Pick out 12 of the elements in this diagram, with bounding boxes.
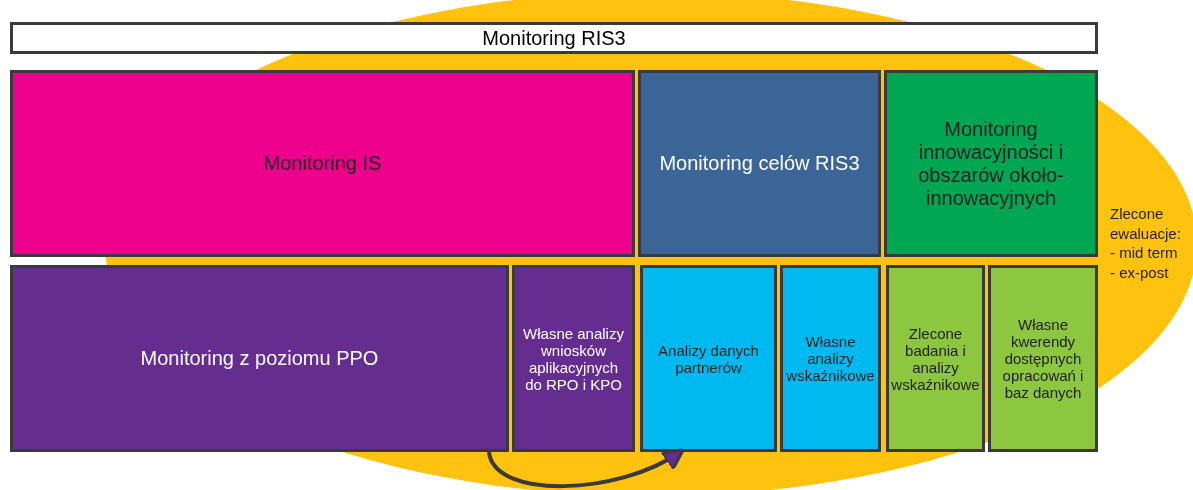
method-box: Własne analizy wniosków aplikacyjnych do RPO i KPO xyxy=(512,265,635,452)
method-box: Własne analizy wskaźnikowe xyxy=(780,265,881,452)
method-box: Własne kwerendy dostępnych opracowań i baz danych xyxy=(988,265,1098,452)
category-box: Monitoring z poziomu PPO xyxy=(10,265,509,452)
category-box: Monitoring celów RIS3 xyxy=(638,70,881,257)
title-bar: Monitoring RIS3 xyxy=(10,22,1098,54)
curved-arrow xyxy=(487,448,685,489)
note-text: Zlecone ewaluacje: - mid term - ex-post xyxy=(1110,204,1182,282)
method-box: Analizy danych partnerów xyxy=(640,265,777,452)
method-box: Zlecone badania i analizy wskaźnikowe xyxy=(886,265,985,452)
category-box: Monitoring innowacyjności i obszarów około-innowacyjnych xyxy=(884,70,1098,257)
category-box: Monitoring IS xyxy=(10,70,635,257)
